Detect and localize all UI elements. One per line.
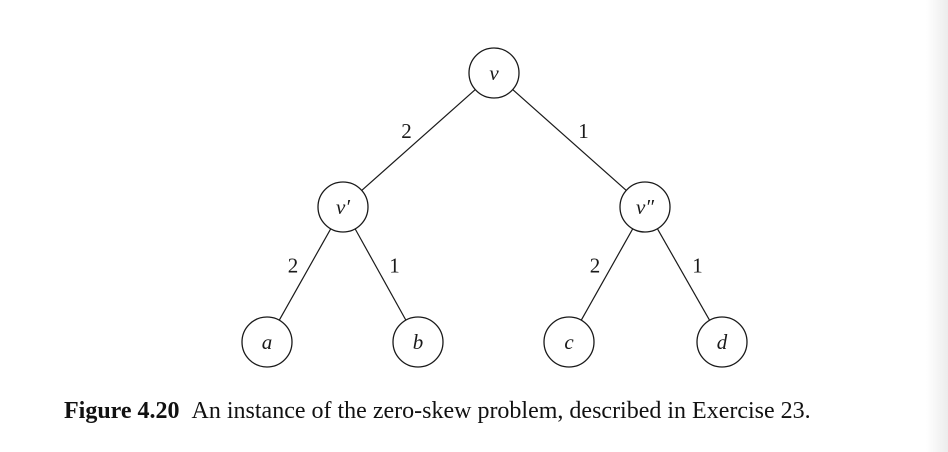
node-v1: v′	[317, 181, 369, 233]
node-label: c	[564, 330, 574, 354]
node-circle	[696, 316, 748, 368]
edge-line	[361, 89, 476, 191]
node-label: b	[413, 330, 424, 354]
node-circle	[317, 181, 369, 233]
node-label: a	[262, 330, 273, 354]
edge-v-v2: 1	[512, 89, 627, 191]
edge-v1-b: 1	[354, 228, 407, 321]
edge-line	[512, 89, 627, 191]
edge-line	[354, 228, 407, 321]
node-d: d	[696, 316, 748, 368]
edge-weight-label: 1	[692, 254, 703, 278]
node-circle	[468, 47, 520, 99]
node-circle	[241, 316, 293, 368]
figure-caption: Figure 4.20 An instance of the zero-skew …	[64, 398, 811, 425]
figure-number: Figure 4.20	[64, 398, 180, 424]
node-c: c	[543, 316, 595, 368]
edge-line	[278, 228, 332, 321]
node-circle	[392, 316, 444, 368]
edge-weight-label: 1	[389, 254, 400, 278]
node-label: v′	[336, 195, 350, 219]
node-label: v	[489, 61, 499, 85]
edge-v-v1: 2	[361, 89, 476, 191]
zero-skew-tree-diagram: 2 1 2 1 2 1 v v′ v″ a b c d	[241, 47, 748, 368]
tree-nodes: v v′ v″ a b c d	[241, 47, 748, 368]
edge-v2-d: 1	[656, 228, 711, 321]
node-label: d	[717, 330, 728, 354]
edge-weight-label: 1	[578, 119, 589, 143]
edge-weight-label: 2	[288, 254, 299, 278]
edge-weight-label: 2	[401, 119, 412, 143]
node-b: b	[392, 316, 444, 368]
edge-v1-a: 2	[278, 228, 332, 321]
node-circle	[619, 181, 671, 233]
tree-edges: 2 1 2 1 2 1	[278, 89, 711, 321]
edge-line	[580, 228, 634, 321]
node-a: a	[241, 316, 293, 368]
page-edge-shadow	[926, 0, 948, 452]
edge-v2-c: 2	[580, 228, 634, 321]
edge-weight-label: 2	[590, 254, 601, 278]
node-v: v	[468, 47, 520, 99]
edge-line	[656, 228, 711, 321]
caption-text: An instance of the zero-skew problem, de…	[191, 398, 811, 424]
node-circle	[543, 316, 595, 368]
node-v2: v″	[619, 181, 671, 233]
node-label: v″	[636, 195, 654, 219]
